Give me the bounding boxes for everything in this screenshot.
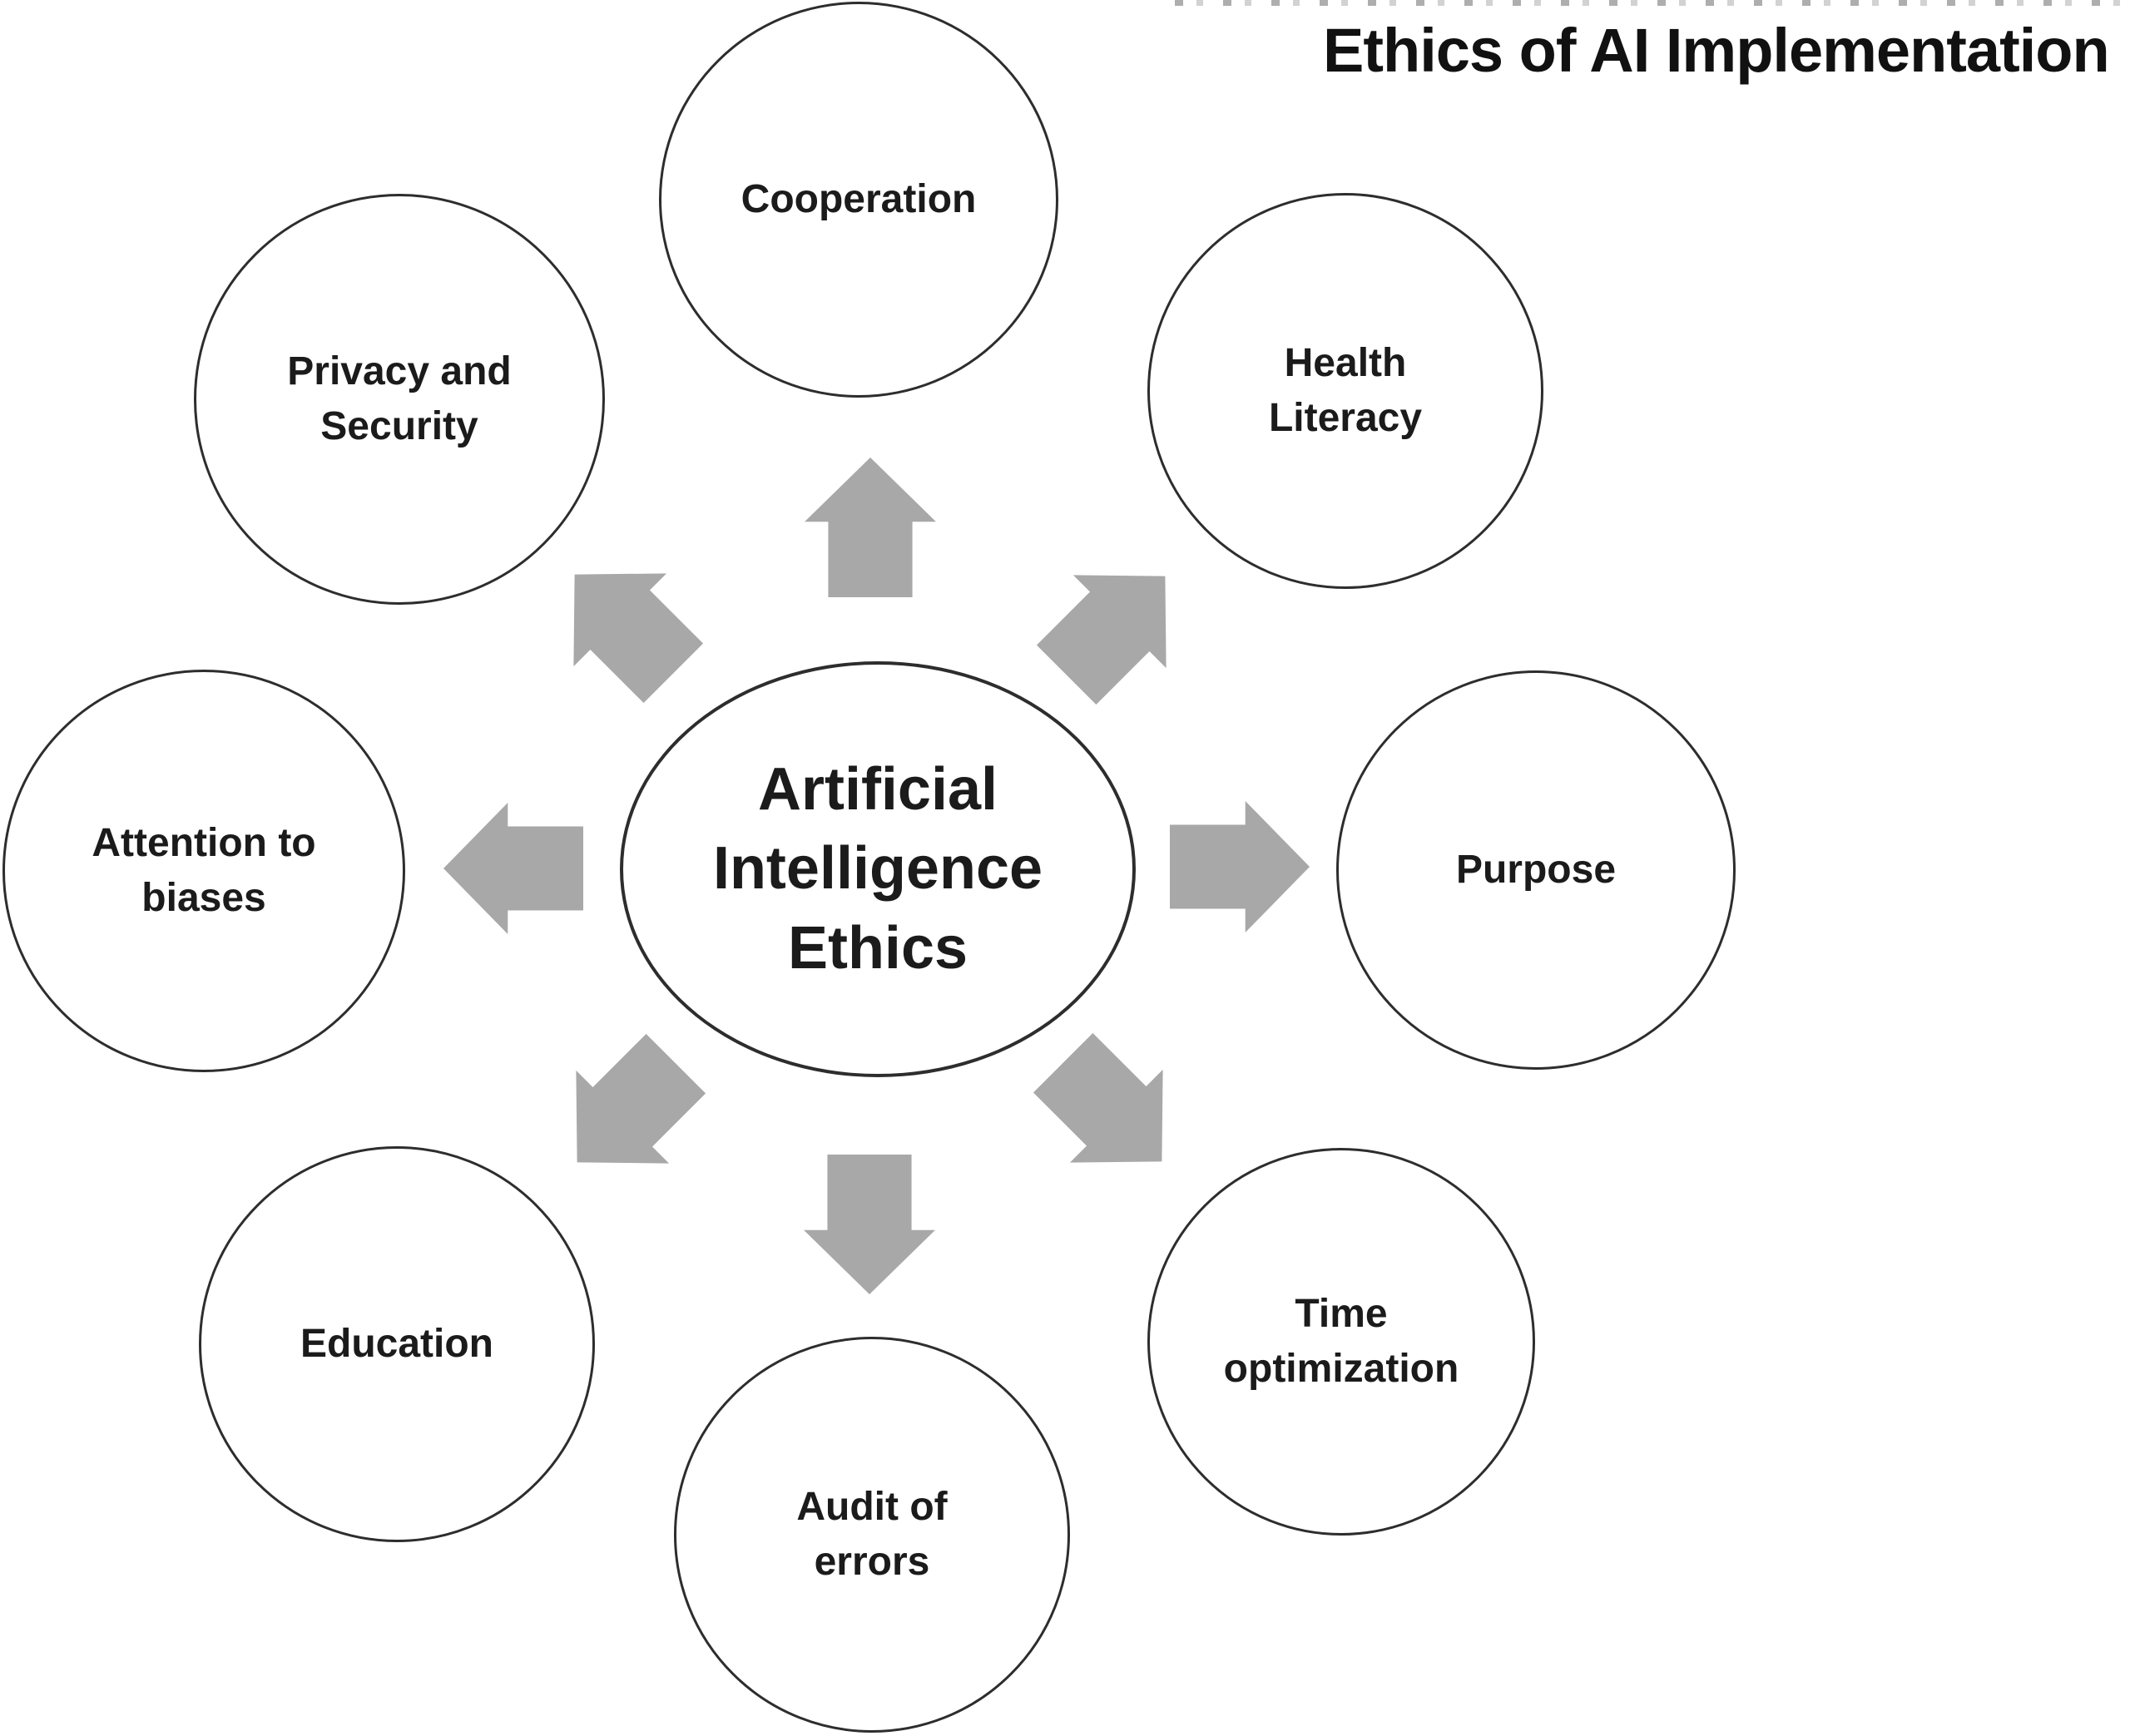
node-label: Cooperation <box>741 177 977 221</box>
center-node-label: Artificial Intelligence Ethics <box>712 756 1043 982</box>
cropped-text-remnant <box>1175 0 2130 6</box>
node-label: Purpose <box>1455 848 1617 892</box>
block-arrow-down-left-icon <box>531 1017 723 1209</box>
block-arrow-up-right-icon <box>1020 530 1212 722</box>
node-label: Education <box>300 1322 493 1366</box>
block-arrow-up-left-icon <box>528 528 721 720</box>
figure-title: Ethics of AI Implementation <box>1323 16 2110 85</box>
node-education: Education <box>199 1146 595 1542</box>
node-label: Time optimization <box>1223 1292 1459 1391</box>
node-privacy-and-security: Privacy and Security <box>194 194 605 605</box>
block-arrow-right-icon <box>1170 801 1310 932</box>
node-purpose: Purpose <box>1336 670 1736 1070</box>
node-label: Privacy and Security <box>287 349 512 448</box>
node-attention-to-biases: Attention to biases <box>2 670 405 1072</box>
block-arrow-up-icon <box>805 457 936 597</box>
node-label: Attention to biases <box>92 821 316 920</box>
node-audit-of-errors: Audit of errors <box>674 1337 1070 1733</box>
node-health-literacy: Health Literacy <box>1147 193 1543 589</box>
node-label: Health Literacy <box>1268 341 1423 440</box>
node-cooperation: Cooperation <box>659 2 1058 398</box>
node-time-optimization: Time optimization <box>1147 1148 1535 1536</box>
block-arrow-down-icon <box>804 1155 935 1294</box>
block-arrow-down-right-icon <box>1017 1016 1209 1209</box>
node-label: Audit of errors <box>796 1485 948 1584</box>
center-node-artificial-intelligence-ethics: Artificial Intelligence Ethics <box>620 661 1136 1077</box>
block-arrow-left-icon <box>443 803 583 934</box>
